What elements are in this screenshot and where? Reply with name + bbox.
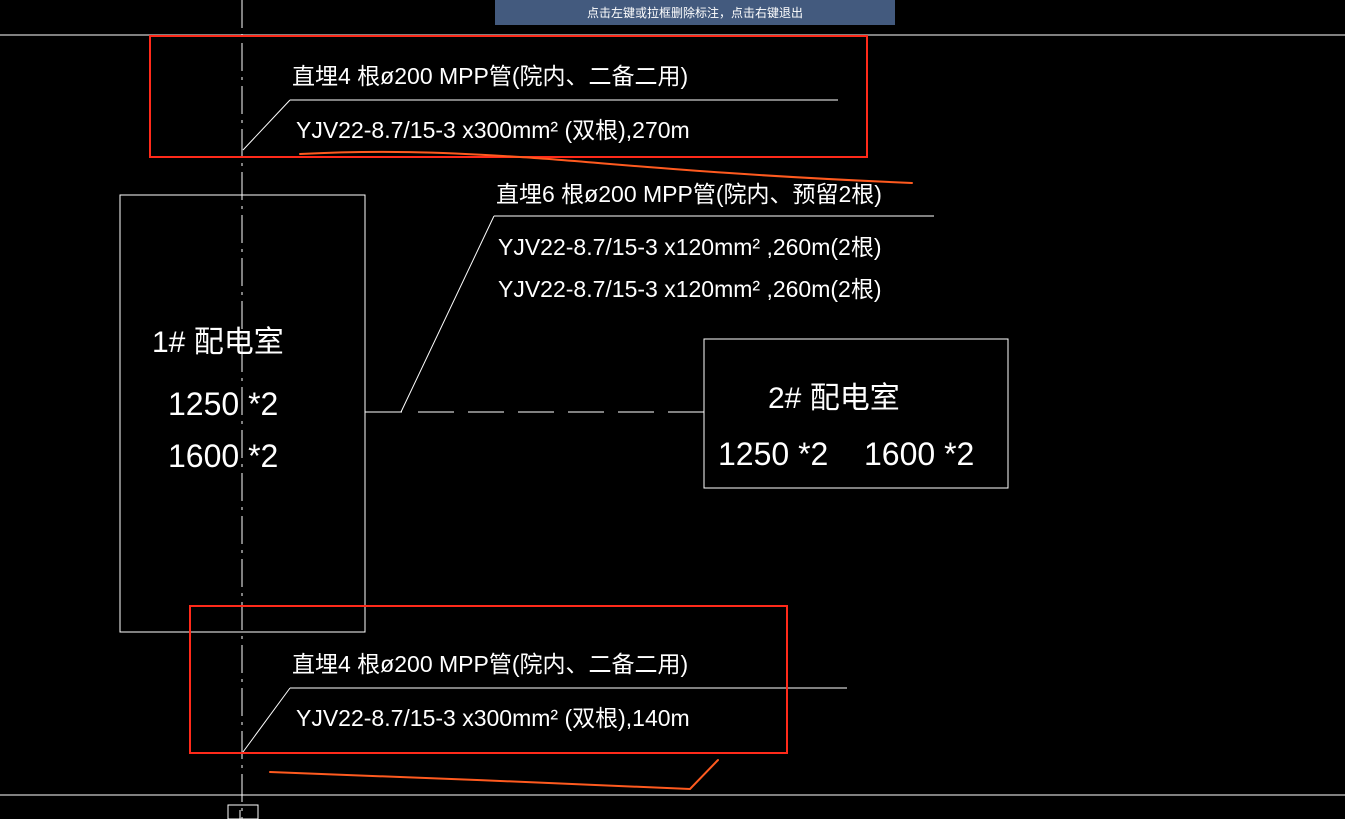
room-1-spec2: 1600 *2	[168, 438, 278, 474]
annotation-middle-line2: YJV22-8.7/15-3 x120mm² ,260m(2根)	[498, 234, 882, 260]
room-1-outline	[119, 194, 366, 633]
markup-underline-top[interactable]	[299, 150, 913, 184]
annotation-top-line1: 直埋4 根ø200 MPP管(院内、二备二用)	[292, 63, 688, 89]
command-prompt-bar: 点击左键或拉框删除标注，点击右键退出	[495, 0, 895, 25]
room-2-spec1: 1250 *2	[718, 436, 828, 472]
annotation-bottom-line1: 直埋4 根ø200 MPP管(院内、二备二用)	[292, 651, 688, 677]
markup-underline-bottom[interactable]	[269, 759, 719, 791]
room-1-block[interactable]: 1# 配电室 1250 *2 1600 *2	[119, 194, 366, 633]
annotation-middle-leader	[400, 215, 495, 413]
command-prompt-text: 点击左键或拉框删除标注，点击右键退出	[586, 6, 803, 20]
annotation-bottom-line2: YJV22-8.7/15-3 x300mm² (双根),140m	[296, 705, 690, 731]
room-2-block[interactable]: 2# 配电室 1250 *2 1600 *2	[703, 338, 1009, 489]
room-1-name: 1# 配电室	[152, 326, 284, 359]
room-2-outline	[703, 338, 1009, 489]
annotation-middle[interactable]: 直埋6 根ø200 MPP管(院内、预留2根) YJV22-8.7/15-3 x…	[400, 181, 934, 413]
annotation-middle-line3: YJV22-8.7/15-3 x120mm² ,260m(2根)	[498, 276, 882, 302]
annotation-bottom[interactable]: 直埋4 根ø200 MPP管(院内、二备二用) YJV22-8.7/15-3 x…	[242, 651, 847, 753]
room-2-spec2: 1600 *2	[864, 436, 974, 472]
annotation-top[interactable]: 直埋4 根ø200 MPP管(院内、二备二用) YJV22-8.7/15-3 x…	[242, 63, 838, 151]
annotation-top-leader	[242, 99, 291, 151]
annotation-top-line2: YJV22-8.7/15-3 x300mm² (双根),270m	[296, 117, 690, 143]
highlight-box-bottom[interactable]	[189, 605, 788, 754]
annotation-middle-line1: 直埋6 根ø200 MPP管(院内、预留2根)	[496, 181, 882, 207]
grid-marker-box	[227, 804, 259, 819]
room-1-spec1: 1250 *2	[168, 386, 278, 422]
room-2-name: 2# 配电室	[768, 382, 900, 415]
annotation-bottom-leader	[242, 687, 291, 753]
